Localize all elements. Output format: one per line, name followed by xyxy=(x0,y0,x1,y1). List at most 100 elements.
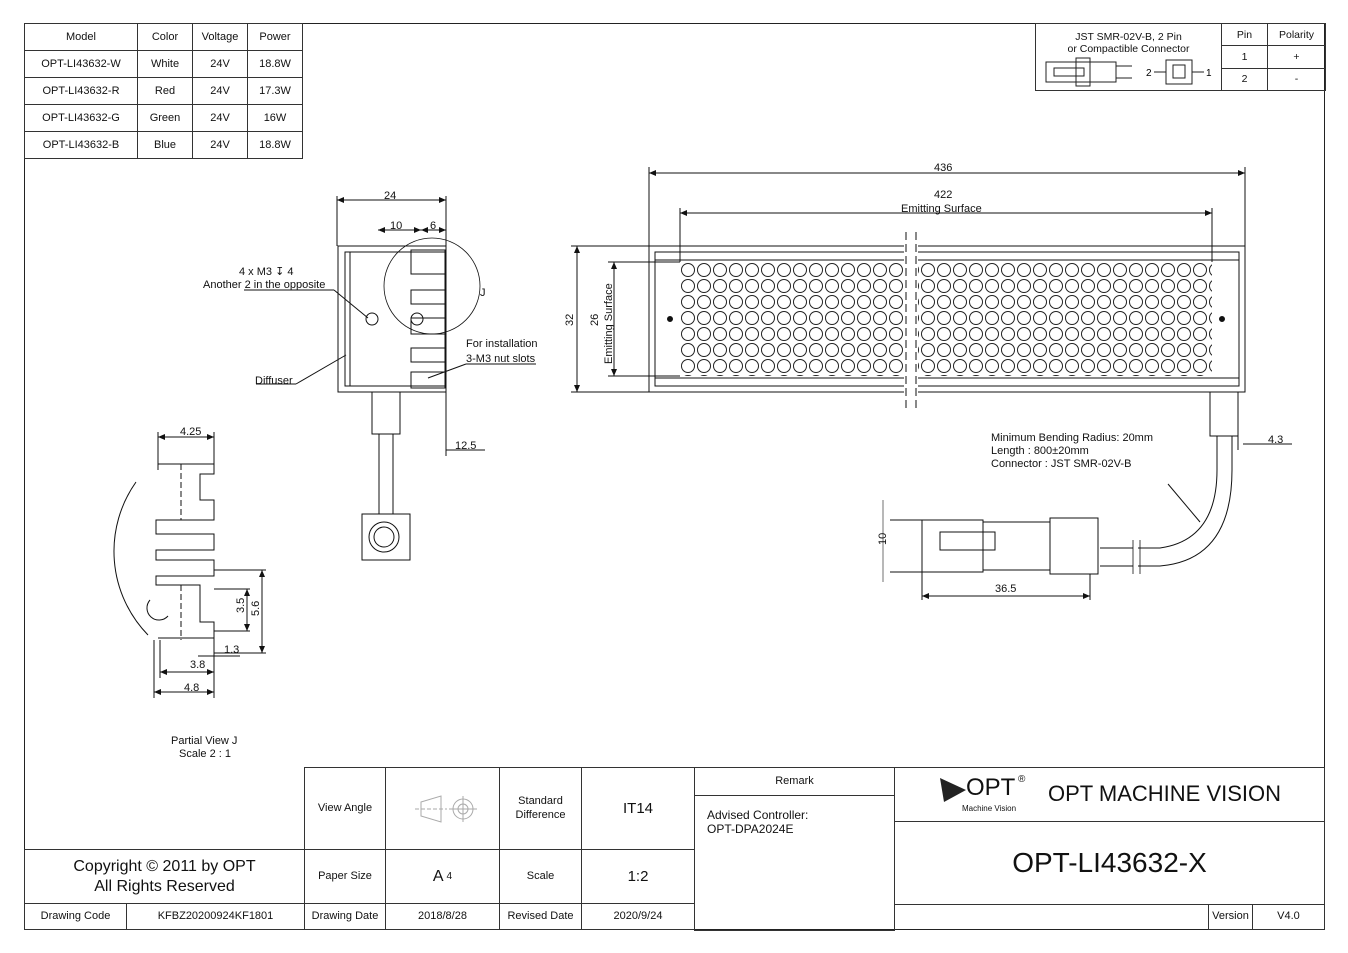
model-table-header: Model Color Voltage Power xyxy=(24,23,303,51)
dim-3-8: 3.8 xyxy=(190,659,205,671)
drawing-date-label: Drawing Date xyxy=(304,903,386,930)
cell-color: Green xyxy=(137,104,193,132)
cell-voltage: 24V xyxy=(192,131,248,159)
dim-5-6: 5.6 xyxy=(250,601,262,616)
cell-model: OPT-LI43632-R xyxy=(24,77,138,105)
company-name: OPT MACHINE VISION xyxy=(1047,781,1282,807)
version-label: Version xyxy=(1208,904,1253,930)
remark-text-2: OPT-DPA2024E xyxy=(707,822,794,837)
emitting-surface-label: Emitting Surface xyxy=(901,203,982,215)
table-row: OPT-LI43632-R Red 24V 17.3W xyxy=(24,77,303,105)
cell-color: Blue xyxy=(137,131,193,159)
header-pin: Pin xyxy=(1221,22,1268,47)
cell-color: White xyxy=(137,50,193,78)
model-table: Model Color Voltage Power OPT-LI43632-W … xyxy=(24,23,303,159)
logo-subtext: Machine Vision xyxy=(961,803,1017,813)
connector-line2: or Compactible Connector xyxy=(1067,42,1190,55)
paper-size-sub: 4 xyxy=(446,870,453,882)
connector-sketch: 2 1 xyxy=(1045,57,1212,87)
projection-symbol-icon xyxy=(414,794,477,823)
dim-6: 6 xyxy=(430,220,436,232)
logo-text: OPT xyxy=(965,773,1016,801)
drawing-date-value: 2018/8/28 xyxy=(385,903,500,930)
table-row: OPT-LI43632-B Blue 24V 18.8W xyxy=(24,131,303,159)
dim-32: 32 xyxy=(564,314,576,326)
opt-logo: OPT ® Machine Vision xyxy=(938,774,1034,816)
remark-label: Remark xyxy=(694,767,895,796)
table-row: OPT-LI43632-G Green 24V 16W xyxy=(24,104,303,132)
note-install2: 3-M3 nut slots xyxy=(466,353,536,365)
header-color: Color xyxy=(137,23,193,51)
note-opposite: Another 2 in the opposite xyxy=(203,279,325,291)
label-j: J xyxy=(480,287,486,299)
pin-1-label: 1 xyxy=(1206,68,1212,79)
dim-10: 10 xyxy=(390,220,402,232)
scale-value: 1:2 xyxy=(581,849,695,904)
part-number: OPT-LI43632-X xyxy=(894,821,1325,905)
pin-2-label: 2 xyxy=(1146,68,1152,79)
paper-size-letter: A xyxy=(432,867,444,885)
drawing-code-value: KFBZ20200924KF1801 xyxy=(126,903,305,930)
side-view-labels: 24 10 6 12.5 4 x M3 ↧ 4 Another 2 in the… xyxy=(203,190,538,452)
dim-436: 436 xyxy=(934,162,952,174)
paper-size-label: Paper Size xyxy=(304,849,386,904)
partial-view-j xyxy=(113,432,266,698)
remark-box: Advised Controller: OPT-DPA2024E xyxy=(694,795,895,931)
drawing-code-label: Drawing Code xyxy=(24,903,127,930)
dim-4-25: 4.25 xyxy=(180,426,201,438)
header-polarity: Polarity xyxy=(1267,22,1326,47)
dim-422: 422 xyxy=(934,189,952,201)
cell-power: 18.8W xyxy=(247,50,303,78)
dim-4-3: 4.3 xyxy=(1268,434,1283,446)
view-angle-symbol xyxy=(385,767,500,850)
partial-view-scale: Scale 2 : 1 xyxy=(179,748,231,760)
cell-power: 18.8W xyxy=(247,131,303,159)
connector-table: JST SMR-02V-B, 2 Pin or Compactible Conn… xyxy=(1035,22,1326,92)
revised-date-label: Revised Date xyxy=(499,903,582,930)
copyright-line-1: Copyright © 2011 by OPT xyxy=(73,858,256,876)
cell-voltage: 24V xyxy=(192,77,248,105)
cell-voltage: 24V xyxy=(192,104,248,132)
scale-label: Scale xyxy=(499,849,582,904)
standard-difference-value: IT14 xyxy=(581,767,695,850)
connector-line1: JST SMR-02V-B, 2 Pin xyxy=(1075,31,1182,43)
cell-model: OPT-LI43632-B xyxy=(24,131,138,159)
cell-polarity: - xyxy=(1267,67,1326,92)
remark-text-1: Advised Controller: xyxy=(707,808,809,822)
label-diffuser: Diffuser xyxy=(255,375,293,387)
emitting-surface-vertical: Emitting Surface xyxy=(603,283,615,364)
cable-note-1: Minimum Bending Radius: 20mm xyxy=(991,432,1153,444)
cable-note-3: Connector : JST SMR-02V-B xyxy=(991,458,1131,470)
front-view xyxy=(571,167,1292,600)
revised-date-value: 2020/9/24 xyxy=(581,903,695,930)
note-install1: For installation xyxy=(466,338,538,350)
partial-view-title: Partial View J xyxy=(171,735,237,747)
cable-note-2: Length : 800±20mm xyxy=(991,445,1089,457)
company-header: OPT ® Machine Vision OPT MACHINE VISION xyxy=(894,767,1325,822)
registered-mark: ® xyxy=(1017,773,1026,785)
version-value: V4.0 xyxy=(1252,904,1325,930)
dim-26: 26 xyxy=(589,314,601,326)
side-view xyxy=(244,196,536,561)
note-m3: 4 x M3 ↧ 4 xyxy=(239,266,293,278)
copyright: Copyright © 2011 by OPT All Rights Reser… xyxy=(24,849,305,904)
table-row: OPT-LI43632-W White 24V 18.8W xyxy=(24,50,303,78)
dim-12-5: 12.5 xyxy=(455,440,476,452)
standard-difference-label: Standard Difference xyxy=(499,767,582,850)
technical-drawing: 24 10 6 12.5 4 x M3 ↧ 4 Another 2 in the… xyxy=(113,162,1292,760)
view-angle-label: View Angle xyxy=(304,767,386,850)
dim-1-3: 1.3 xyxy=(224,644,239,656)
table-row: 2 - xyxy=(1036,67,1326,92)
partial-view-labels: 4.25 3.5 5.6 1.3 3.8 4.8 Partial View J … xyxy=(171,426,262,760)
opt-logo-icon xyxy=(939,777,966,802)
dim-10-connector: 10 xyxy=(877,533,889,545)
dim-4-8: 4.8 xyxy=(184,682,199,694)
connector-cell: JST SMR-02V-B, 2 Pin or Compactible Conn… xyxy=(1035,23,1222,91)
copyright-line-2: All Rights Reserved xyxy=(94,877,235,895)
dim-24: 24 xyxy=(384,190,396,202)
cell-model: OPT-LI43632-G xyxy=(24,104,138,132)
dim-36-5: 36.5 xyxy=(995,583,1016,595)
title-block: View Angle Standard Difference IT14 Rema… xyxy=(24,767,1325,931)
dim-3-5: 3.5 xyxy=(235,598,247,613)
